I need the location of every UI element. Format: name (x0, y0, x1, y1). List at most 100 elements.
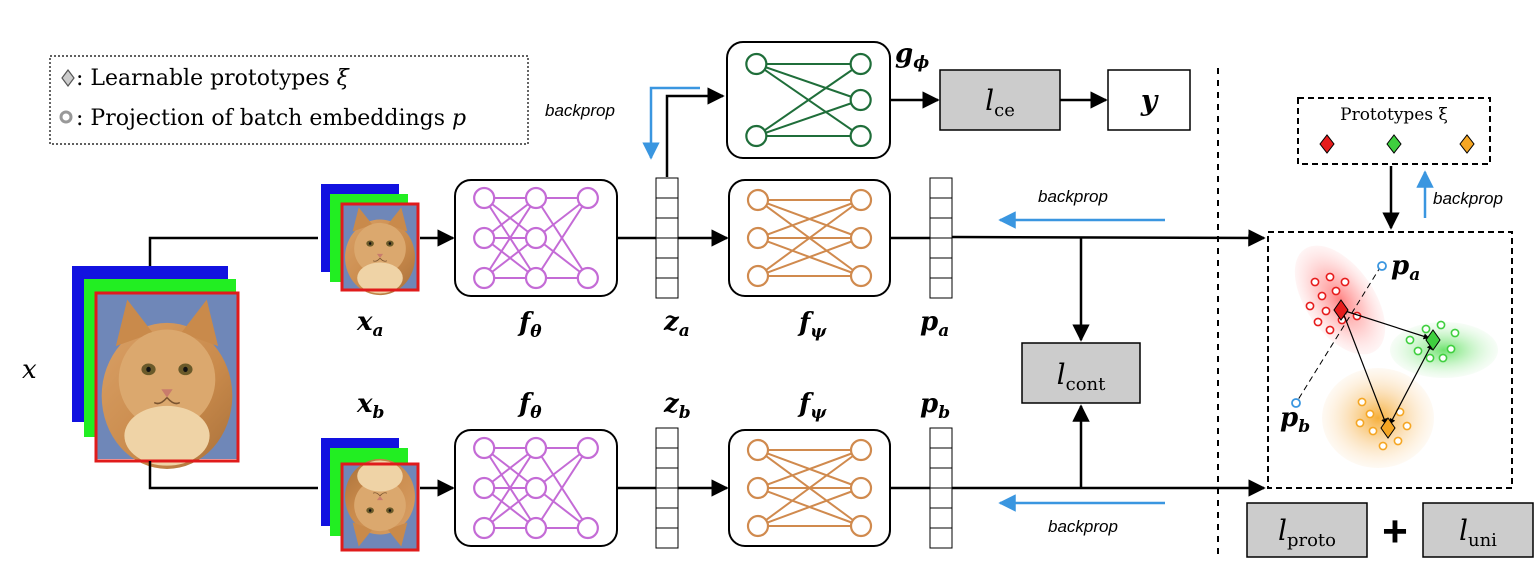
label-za: za (663, 307, 690, 341)
embedding-point (1450, 328, 1460, 338)
embedding-point (1340, 277, 1350, 287)
legend-projection-label: : Projection of batch embeddings p (76, 106, 466, 131)
projector-f-psi-b (728, 429, 891, 547)
augmented-view-b (321, 438, 420, 552)
embedding-point (1310, 277, 1320, 287)
backprop-arrow-top (642, 86, 700, 160)
arrow-pa-cluster (951, 229, 1266, 247)
label-l-cont: lcont (1057, 358, 1106, 395)
network-node (746, 188, 770, 212)
vector-cell (929, 217, 953, 239)
network-edge (757, 449, 862, 527)
network-edge (756, 63, 861, 101)
label-f-theta-b: fθ (517, 389, 542, 423)
network-node (473, 266, 496, 290)
network-edge (535, 197, 589, 279)
proto-link-green-orange (1389, 343, 1433, 425)
label-f-psi-b: fψ (797, 389, 827, 423)
prototype-green-marker (1425, 329, 1441, 351)
embedding-point (1425, 353, 1435, 363)
prototype-orange-marker (1380, 417, 1396, 439)
embedding-point (1402, 421, 1412, 431)
network-node (576, 436, 599, 460)
backprop-label-upper: backprop (1038, 187, 1108, 206)
embedding-point (1355, 418, 1365, 428)
cluster-label-pb: pb (1280, 403, 1310, 437)
backprop-label-right: backprop (1433, 189, 1503, 208)
network-node (745, 52, 768, 76)
prototype-red-icon (1319, 134, 1335, 154)
branch-line-a (148, 236, 318, 266)
vector-cell (929, 197, 953, 219)
label-l-uni: luni (1459, 514, 1497, 551)
label-xa: xa (356, 307, 384, 341)
network-node (849, 476, 873, 500)
network-node (849, 514, 873, 538)
network-node (524, 516, 548, 540)
network-node (473, 516, 496, 540)
augmented-view-a (321, 184, 420, 296)
network-node (849, 124, 872, 148)
cluster-orange (1322, 368, 1434, 468)
projector-f-psi-a (728, 179, 891, 297)
network-node (473, 436, 496, 460)
embedding-point (1325, 325, 1335, 335)
vector-cell (655, 237, 679, 259)
embedding-point (1446, 344, 1456, 354)
loss-uni-box (1422, 502, 1534, 558)
embedding-point (1305, 301, 1315, 311)
arrow-za-gphi (665, 87, 725, 177)
projection-circle-icon (59, 110, 73, 124)
embedding-point (1438, 353, 1448, 363)
label-f-theta-a: fθ (517, 308, 542, 342)
network-edge (483, 197, 537, 279)
embedding-point (1436, 320, 1446, 330)
classifier-g-phi (726, 41, 891, 159)
embedding-point (1325, 272, 1335, 282)
vector-cell (655, 447, 679, 469)
embedding-point (1313, 317, 1323, 327)
network-edge (757, 237, 862, 277)
pa-point (1377, 261, 1387, 271)
loss-proto-box (1246, 502, 1368, 558)
label-l-proto: lproto (1278, 514, 1336, 551)
embedding-point (1331, 286, 1341, 296)
cluster-label-pa: pa (1391, 251, 1420, 285)
vector-cell (929, 237, 953, 259)
vector-cell (655, 487, 679, 509)
network-node (576, 186, 599, 210)
prototype-orange-icon (1459, 134, 1475, 154)
vector-cell (929, 447, 953, 469)
label-zb: zb (663, 389, 691, 423)
prototypes-box: Prototypes ξ (1297, 97, 1491, 165)
vector-cell (929, 507, 953, 529)
vector-cell (929, 487, 953, 509)
embedding-point (1413, 346, 1423, 356)
embedding-point (1357, 397, 1367, 407)
network-node (746, 514, 770, 538)
label-pa: pa (920, 307, 949, 341)
encoder-f-theta-a (454, 179, 618, 297)
vector-cell (655, 277, 679, 299)
label-f-psi-a: fψ (797, 308, 827, 342)
vector-cell (929, 177, 953, 199)
embedding-point (1378, 441, 1388, 451)
backprop-label-top: backprop (545, 101, 615, 120)
vector-cell (655, 527, 679, 549)
network-node (849, 52, 872, 76)
label-y: y (1140, 84, 1159, 117)
vector-cell (655, 467, 679, 489)
vector-cell (655, 217, 679, 239)
label-pb: pb (920, 389, 950, 423)
network-node (576, 266, 599, 290)
proto-link-red-orange (1341, 309, 1387, 425)
network-edge (757, 199, 862, 277)
legend: : Learnable prototypes ξ : Projection of… (49, 55, 529, 145)
network-node (849, 88, 872, 112)
label-g-phi: gϕ (895, 39, 929, 73)
pa-pb-dashed-link (1295, 265, 1382, 404)
network-node (746, 438, 770, 462)
input-label-x: x (22, 355, 37, 385)
loss-ce-box (939, 69, 1061, 131)
